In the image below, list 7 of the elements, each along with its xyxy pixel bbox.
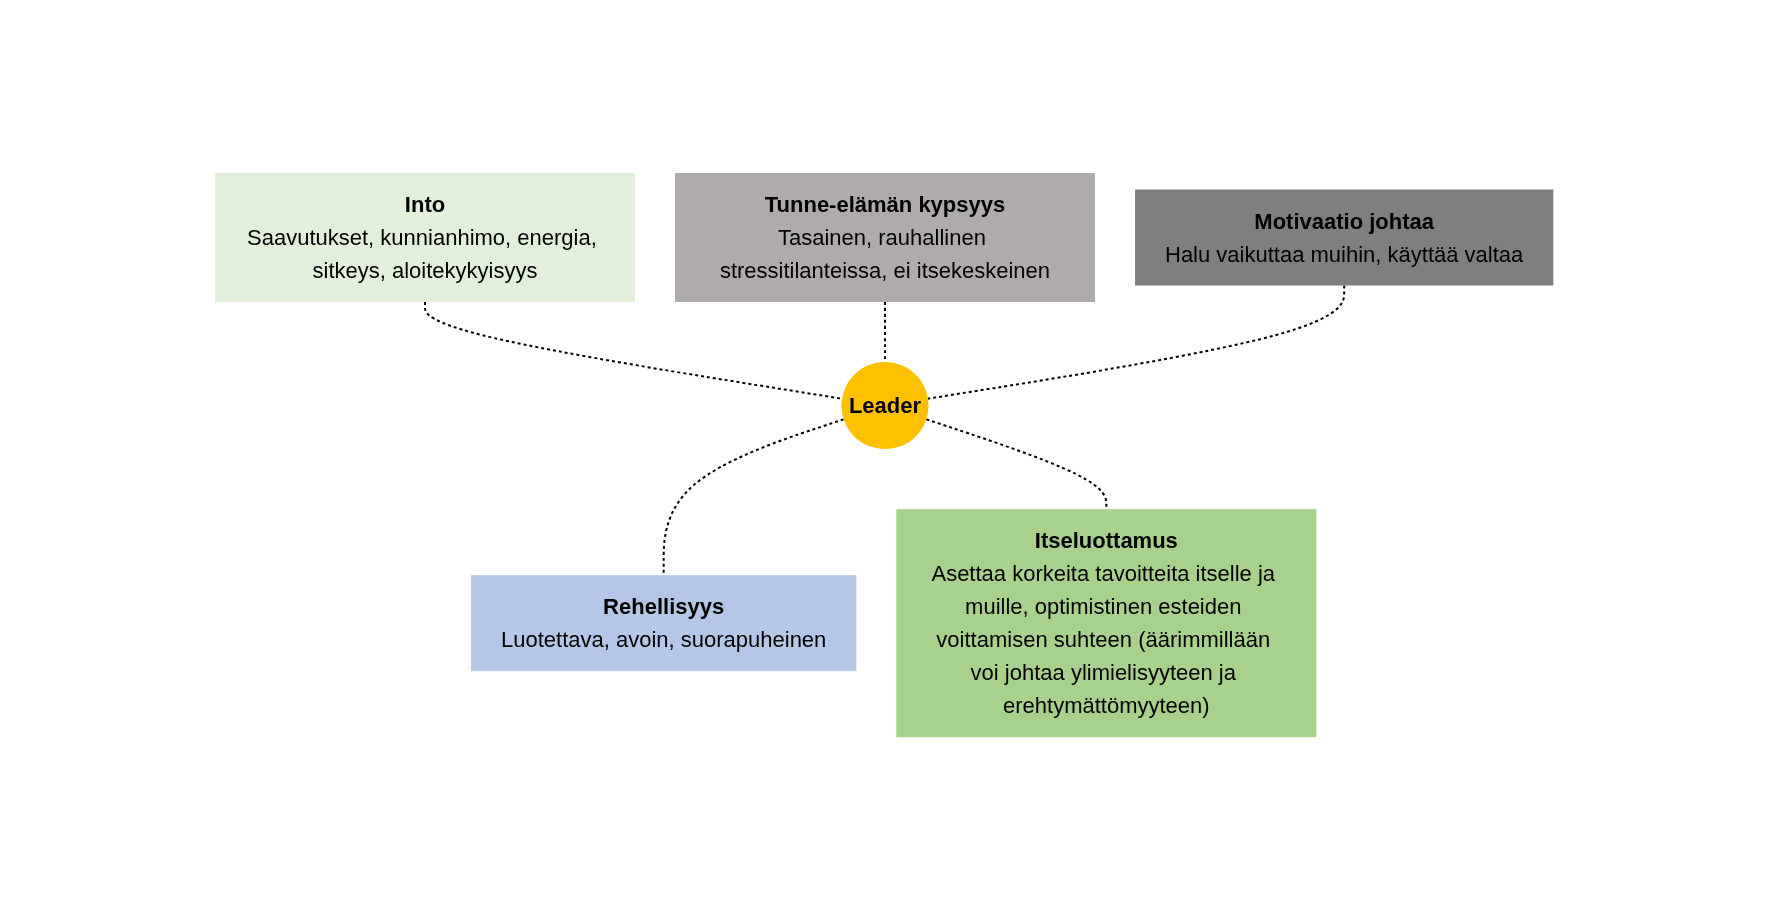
node-box: Rehellisyys Luotettava, avoin, suorapuheinen bbox=[471, 575, 857, 672]
connector bbox=[927, 284, 1346, 401]
node-box: Itseluottamus Asettaa korkeita tavoitteita itselle ja muille, optimistinen esteiden voittamisen suhteen (äärimmillään voi johtaa ylimielisyyteen ja erehtymättömyyteen) bbox=[896, 509, 1317, 738]
node-box: Motivaatio johtaa Halu vaikuttaa muihin, käyttää valtaa bbox=[1135, 189, 1554, 286]
node-circle: Leader bbox=[841, 362, 929, 450]
node-box: Tunne-elämän kypsyys Tasainen, rauhallinen stressitilanteissa, ei itsekeskeinen bbox=[675, 173, 1096, 303]
node-box: Into Saavutukset, kunnianhimo, energia, sitkeys, aloitekykyisyys bbox=[215, 173, 636, 303]
